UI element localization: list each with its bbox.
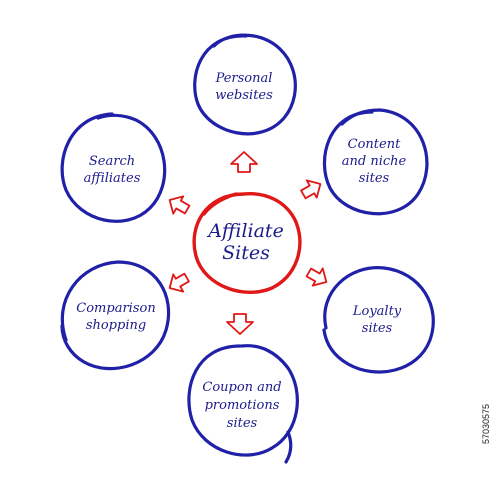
node-label-line: websites <box>215 88 273 103</box>
node-label-line: Loyalty <box>352 304 402 319</box>
node-label-line: Coupon and <box>202 380 281 395</box>
node-personal-websites: Personal websites <box>193 33 297 136</box>
center-circle <box>192 192 302 294</box>
node-circle <box>322 108 429 216</box>
center-label-line: Affiliate <box>206 220 284 242</box>
node-circle <box>187 344 299 464</box>
node-circle <box>60 112 167 223</box>
node-circle <box>322 266 435 374</box>
arrow-down-right-icon <box>305 267 328 287</box>
node-label-line: shopping <box>86 318 146 333</box>
center-label-line: Sites <box>222 242 270 264</box>
node-label-line: promotions <box>205 398 280 413</box>
node-circle <box>193 33 297 136</box>
node-label-line: sites <box>362 321 393 336</box>
arrow-up-right-icon <box>300 179 322 200</box>
arrow-up-icon <box>230 151 258 173</box>
node-circle <box>60 260 171 371</box>
node-label-line: affiliates <box>84 171 141 186</box>
node-coupon-promotions-sites: Coupon and promotions sites <box>187 344 299 464</box>
watermark-id-text: 57030575 <box>481 404 491 444</box>
node-label-line: and niche <box>342 154 407 169</box>
node-content-niche-sites: Content and niche sites <box>322 108 429 216</box>
node-label-line: Comparison <box>76 301 155 316</box>
arrow-up-left-icon <box>168 195 191 215</box>
node-label-line: Personal <box>215 71 273 86</box>
arrow-down-left-icon <box>168 272 190 293</box>
node-label-line: sites <box>227 416 258 431</box>
center-node: Affiliate Sites <box>192 192 302 294</box>
node-label-line: Search <box>89 154 135 169</box>
node-label-line: Content <box>348 137 401 152</box>
node-label-line: sites <box>359 171 390 186</box>
node-search-affiliates: Search affiliates <box>60 112 167 223</box>
arrow-down-icon <box>226 313 254 335</box>
node-comparison-shopping: Comparison shopping <box>60 260 171 371</box>
node-loyalty-sites: Loyalty sites <box>322 266 435 374</box>
